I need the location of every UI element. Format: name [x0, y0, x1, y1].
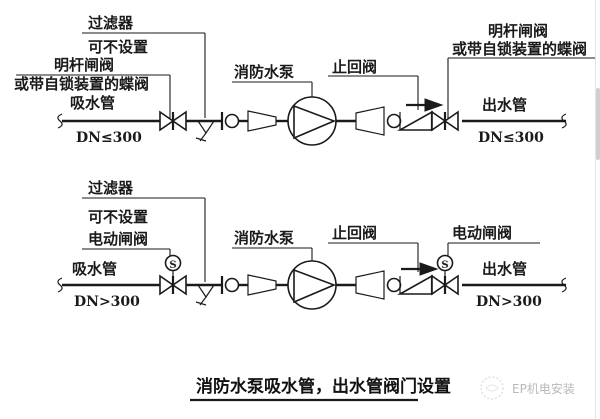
- inlet-reducer-bottom: [220, 274, 277, 296]
- leader-strainer-bottom: [82, 197, 206, 282]
- inlet-reducer-top: [220, 110, 277, 132]
- label-outlet-valve-bottom: 电动闸阀: [452, 224, 512, 242]
- y-strainer-bottom: [195, 284, 216, 306]
- label-strainer-note-top: 可不设置: [88, 38, 148, 56]
- suction-gate-valve-top: [159, 110, 187, 132]
- fire-pump-top: [287, 96, 337, 146]
- y-strainer-top: [195, 120, 216, 142]
- diagram-large-dn: S: [57, 179, 567, 310]
- flow-arrow-bottom: [401, 262, 439, 276]
- label-outlet-valve-line2-top: 或带自锁装置的蝶阀: [452, 40, 587, 58]
- leader-check-valve-bottom: [328, 242, 419, 272]
- label-outlet-pipe-bottom: 出水管: [482, 260, 527, 278]
- diagram-caption: 消防水泵吸水管，出水管阀门设置: [196, 376, 451, 397]
- pipe-break-left-top: [57, 113, 63, 129]
- label-check-valve-bottom: 止回阀: [332, 224, 377, 242]
- check-valve-bottom: [396, 274, 434, 295]
- label-inlet-valve-line2-top: 或带自锁装置的蝶阀: [14, 75, 149, 93]
- label-inlet-valve-line1-top: 明杆闸阀: [54, 56, 114, 74]
- electric-actuator-symbol-suction: S: [169, 260, 176, 271]
- label-pump-top: 消防水泵: [234, 63, 294, 81]
- page-edge-divider: [595, 0, 600, 419]
- label-check-valve-top: 止回阀: [332, 58, 377, 76]
- label-strainer-note-bottom: 可不设置: [88, 208, 148, 226]
- diagram-small-dn: 过滤器 可不设置 明杆闸阀 或带自锁装置的蝶阀 吸水管 DN≤300 消防水泵 …: [14, 14, 596, 146]
- outlet-reducer-top: [355, 106, 402, 136]
- label-pump-bottom: 消防水泵: [234, 229, 294, 247]
- label-suction-dn-bottom: DN>300: [74, 294, 140, 310]
- pipe-break-left-bottom: [57, 277, 63, 293]
- watermark-logo-icon: [480, 376, 504, 400]
- outlet-motorized-gate-valve-bottom: S: [431, 254, 459, 296]
- label-suction-pipe-bottom: 吸水管: [72, 260, 117, 278]
- flow-arrow-top: [406, 98, 444, 112]
- electric-actuator-symbol-outlet: S: [441, 260, 448, 271]
- outlet-gate-valve-top: [431, 110, 459, 132]
- scrollbar-thumb[interactable]: [596, 88, 600, 160]
- fire-pump-bottom: [287, 260, 337, 310]
- label-outlet-dn-bottom: DN>300: [476, 294, 542, 310]
- label-suction-pipe-top: 吸水管: [70, 94, 115, 112]
- label-suction-dn-top: DN≤300: [76, 130, 142, 146]
- label-outlet-dn-top: DN≤300: [478, 130, 544, 146]
- leader-outlet-valve-top: [447, 57, 596, 122]
- check-valve-top: [396, 110, 434, 131]
- leader-inlet-valve-top: [16, 74, 171, 118]
- pipe-break-right-bottom: [561, 277, 567, 293]
- pipe-break-right-top: [561, 113, 567, 129]
- watermark-label: EP机电安装: [512, 381, 575, 396]
- label-outlet-pipe-top: 出水管: [482, 96, 527, 114]
- leader-check-valve-top: [328, 75, 419, 110]
- outlet-reducer-bottom: [355, 270, 402, 300]
- label-strainer-bottom: 过滤器: [88, 179, 134, 197]
- caption-block: 消防水泵吸水管，出水管阀门设置: [190, 376, 451, 402]
- leader-strainer-top: [82, 32, 206, 118]
- label-inlet-valve-bottom: 电动闸阀: [88, 230, 148, 248]
- label-outlet-valve-line1-top: 明杆闸阀: [488, 22, 548, 40]
- label-strainer-top: 过滤器: [88, 14, 134, 32]
- suction-motorized-gate-valve-bottom: S: [159, 254, 187, 296]
